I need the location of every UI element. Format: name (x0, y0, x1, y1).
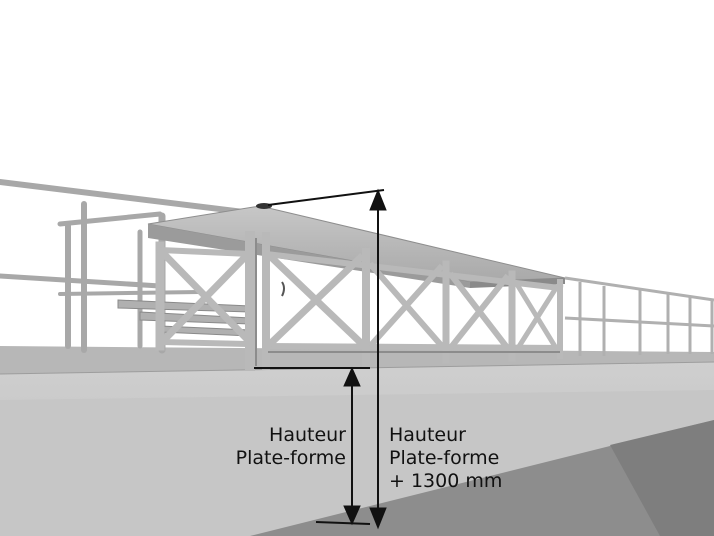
arrow-down-icon (369, 507, 387, 530)
platform-height-dimension (254, 366, 371, 526)
platform-plus-line1: Hauteur (389, 424, 466, 446)
platform-plus-line2: Plate-forme (389, 447, 500, 469)
platform-plus-dimension (267, 188, 387, 530)
platform-height-plus-label: Hauteur Plate-forme + 1300 mm (389, 424, 502, 493)
platform-deck (147, 203, 566, 288)
platform-plus-line3: + 1300 mm (389, 470, 503, 492)
truss-frame (155, 231, 564, 371)
platform-height-line2: Plate-forme (235, 447, 346, 469)
ground (0, 346, 714, 536)
left-handrail (0, 179, 263, 354)
arrow-up-icon (343, 366, 361, 387)
right-handrail (564, 276, 714, 356)
arrow-down-icon (343, 505, 361, 526)
platform-height-line1: Hauteur (269, 424, 346, 446)
frame-shadow (255, 238, 560, 366)
platform-height-label: Hauteur Plate-forme (236, 424, 346, 470)
arrow-up-icon (369, 188, 387, 211)
